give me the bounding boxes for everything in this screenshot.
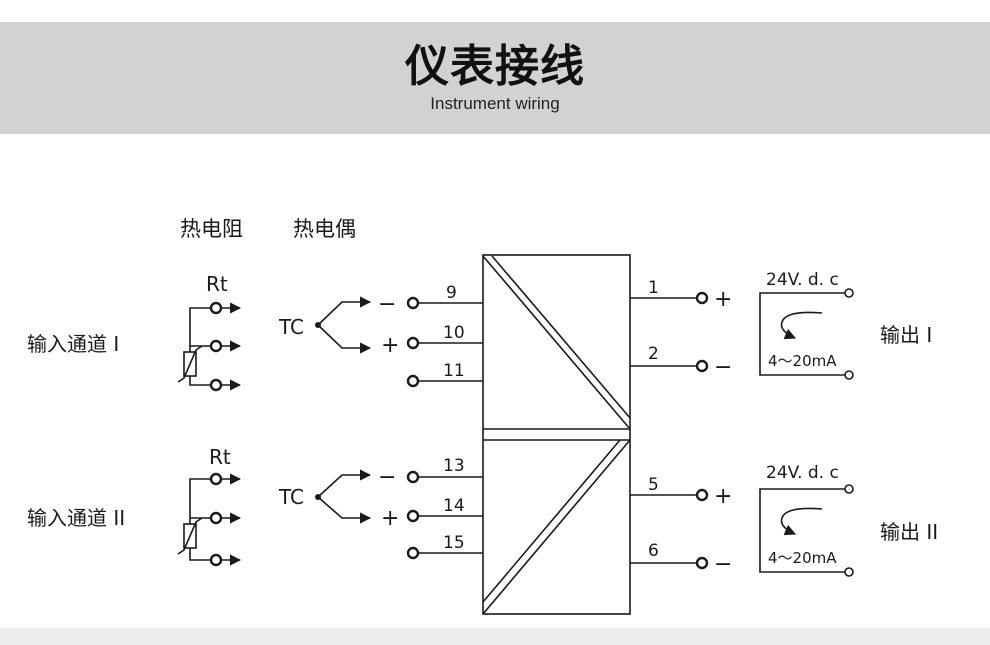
tc-minus-sign: − — [378, 292, 396, 317]
supply-loop — [759, 484, 854, 577]
output-plus-sign: + — [714, 484, 732, 509]
output-minus-sign: − — [714, 552, 732, 577]
output-channel-label: 输出 II — [880, 520, 938, 544]
tc-plus-sign: + — [381, 333, 399, 358]
rtd-terminals — [209, 472, 223, 567]
rtd-sensor — [177, 307, 211, 386]
input-channel-label: 输入通道 II — [27, 506, 125, 530]
page-title: 仪表接线 — [405, 41, 585, 92]
supply-voltage-label: 24V. d. c — [766, 270, 839, 290]
rtd-terminals — [209, 301, 223, 392]
input-channel-label: 输入通道 I — [27, 332, 119, 356]
output-terminal-circles — [695, 488, 709, 570]
terminal-number: 10 — [443, 323, 465, 343]
terminal-number: 2 — [648, 344, 659, 364]
rt-label: Rt — [209, 445, 231, 469]
footer-band — [0, 628, 990, 645]
rtd-legend: 热电阻 — [180, 217, 243, 241]
input-terminal-wires — [418, 476, 483, 554]
tc-label: TC — [278, 485, 304, 509]
title-banner — [0, 22, 990, 134]
output-channel-label: 输出 I — [880, 323, 932, 347]
tc-leads — [317, 469, 372, 524]
channel-1: 输入通道 I Rt TC − + — [27, 270, 932, 392]
tc-plus-sign: + — [381, 506, 399, 531]
terminal-number: 15 — [443, 533, 465, 553]
rt-label: Rt — [206, 272, 228, 296]
supply-voltage-label: 24V. d. c — [766, 463, 839, 483]
input-terminal-circles — [406, 470, 420, 560]
current-range-label: 4～20mA — [768, 352, 837, 370]
terminal-number: 9 — [446, 283, 457, 303]
input-terminal-circles — [406, 296, 420, 388]
output-terminal-wires — [630, 297, 697, 367]
channel-2: 输入通道 II Rt TC − + — [27, 445, 938, 577]
output-minus-sign: − — [714, 355, 732, 380]
rtd-arrows — [221, 302, 242, 391]
terminal-number: 11 — [443, 361, 465, 381]
rtd-sensor — [177, 478, 211, 561]
terminal-number: 1 — [648, 278, 659, 298]
output-plus-sign: + — [714, 287, 732, 312]
current-range-label: 4～20mA — [768, 549, 837, 567]
output-terminal-circles — [695, 291, 709, 373]
thermocouple-legend: 热电偶 — [293, 217, 356, 241]
isolator-module — [482, 254, 631, 615]
rtd-arrows — [221, 473, 242, 566]
terminal-number: 6 — [648, 541, 659, 561]
terminal-number: 13 — [443, 456, 465, 476]
tc-minus-sign: − — [378, 465, 396, 490]
tc-label: TC — [278, 315, 304, 339]
tc-leads — [317, 296, 372, 354]
supply-loop — [759, 288, 854, 380]
terminal-number: 5 — [648, 475, 659, 495]
terminal-number: 14 — [443, 496, 465, 516]
page-subtitle: Instrument wiring — [430, 94, 560, 113]
output-terminal-wires — [630, 494, 697, 564]
input-terminal-wires — [418, 302, 483, 382]
